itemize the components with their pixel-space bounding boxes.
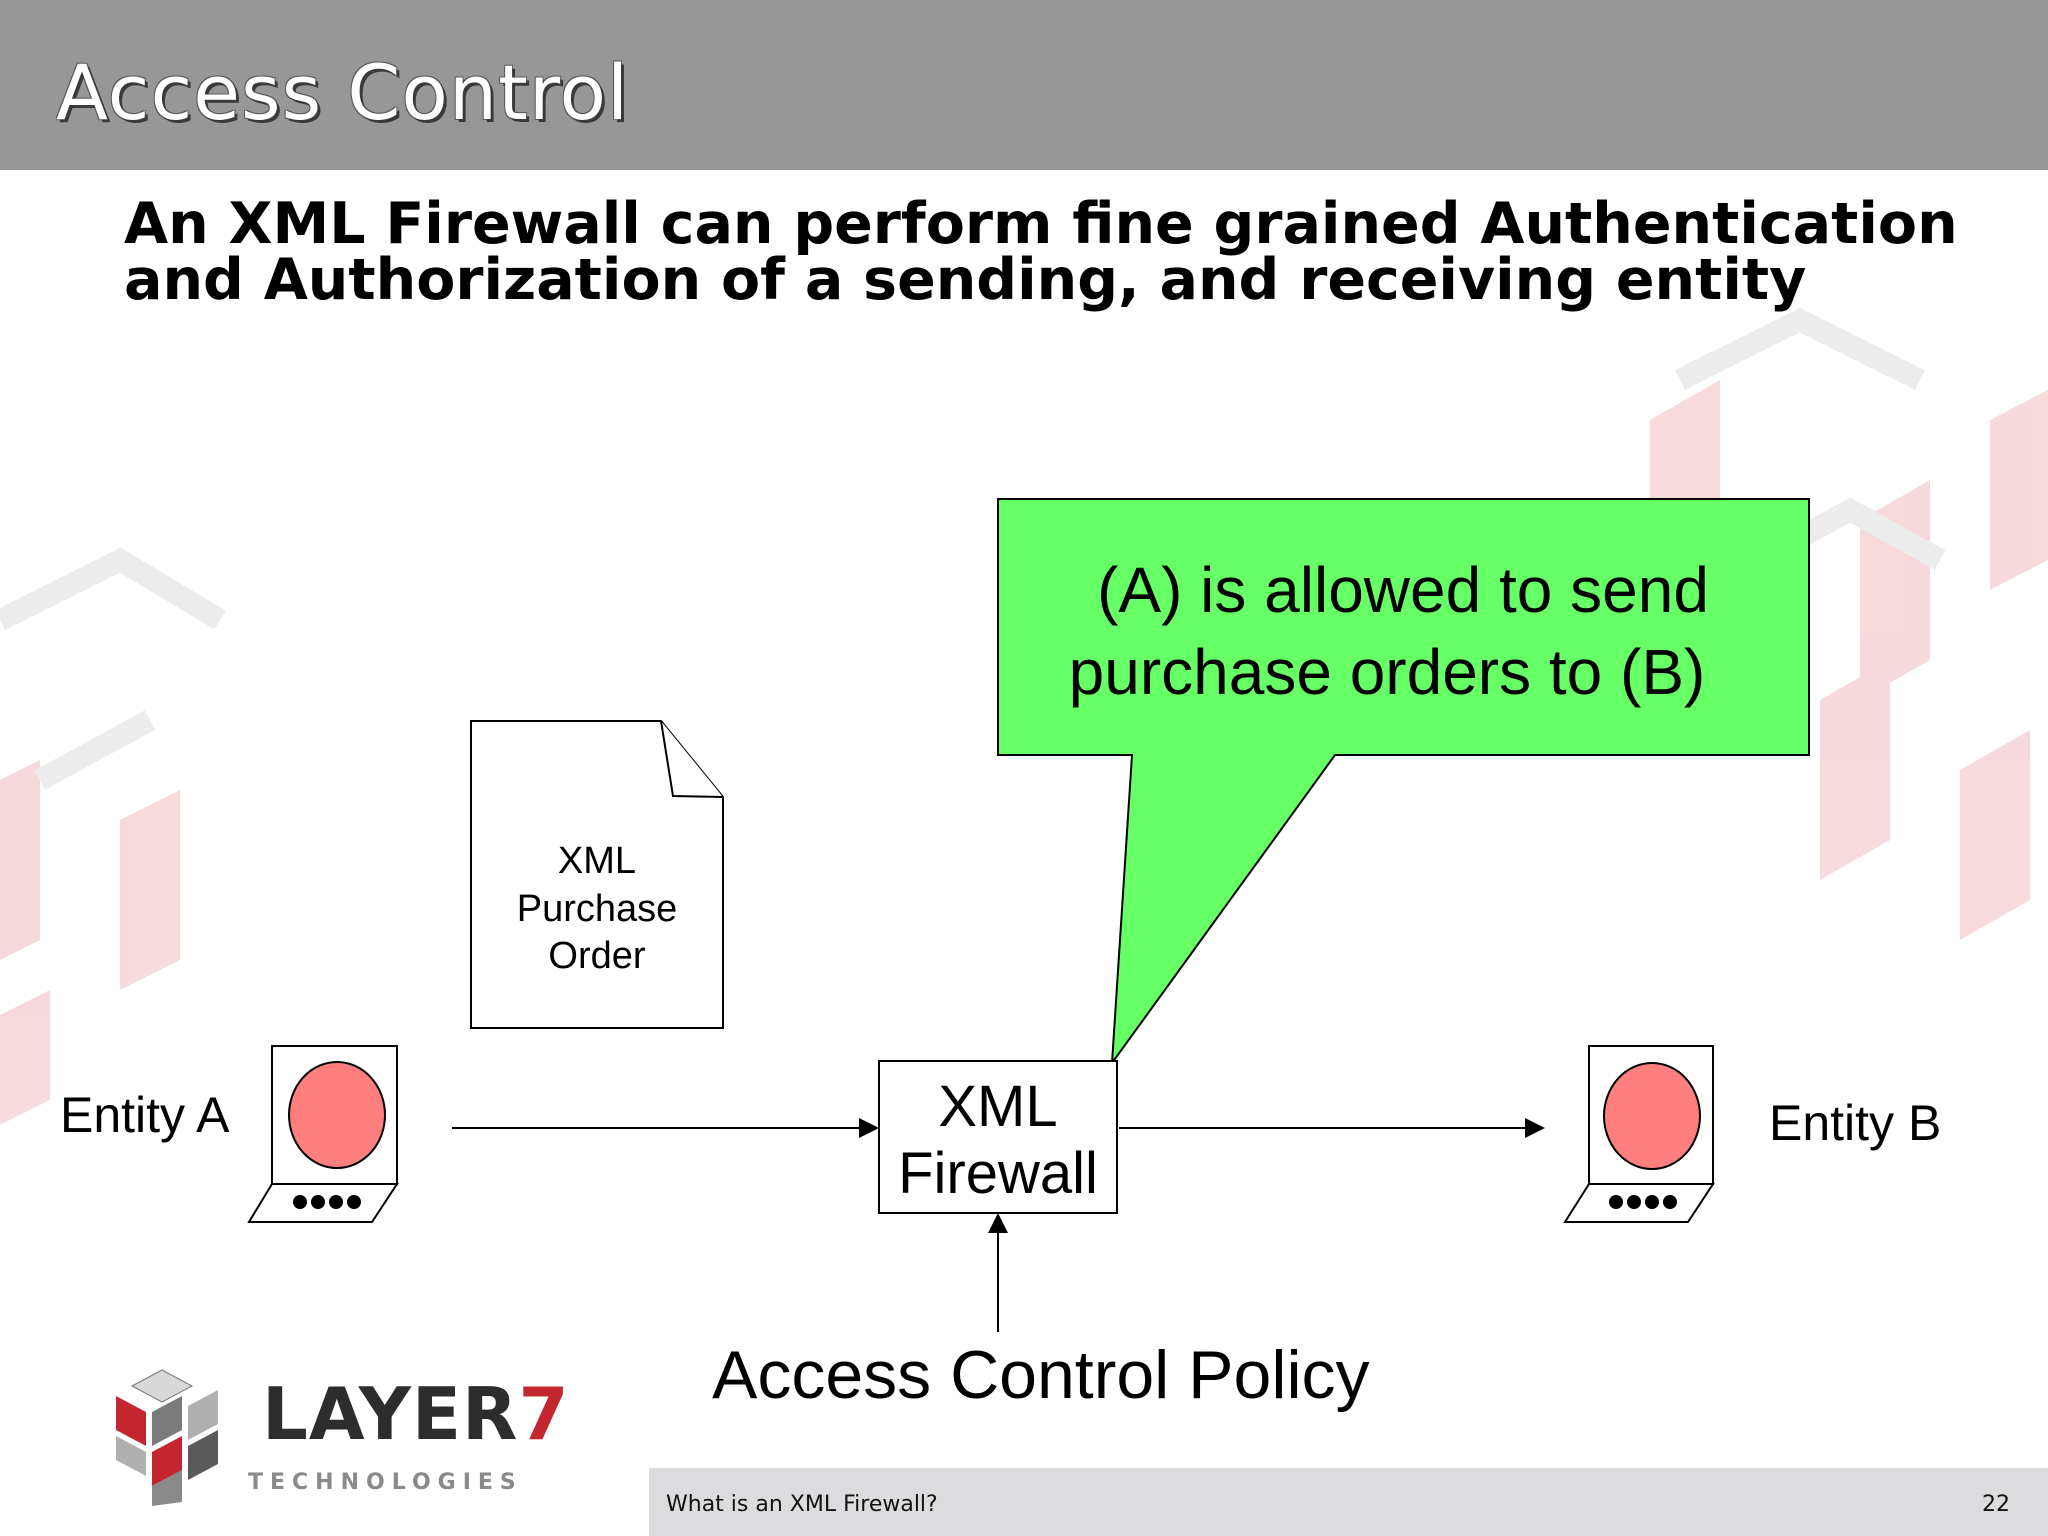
slide-subtitle: An XML Firewall can perform fine grained… [124, 191, 2024, 313]
firewall-label-line-2: Firewall [898, 1141, 1098, 1206]
document-icon: XML Purchase Order [470, 720, 724, 1029]
footer-bar: What is an XML Firewall? 22 [649, 1468, 2048, 1536]
subtitle-line-1: An XML Firewall can perform fine grained… [124, 191, 1958, 257]
layer7-logo: LAYER7 TECHNOLOGIES [112, 1366, 569, 1506]
xml-firewall-box: XML Firewall [878, 1060, 1118, 1214]
layer7-cubes-icon [116, 1369, 218, 1506]
document-label-line-1: XML [558, 840, 636, 882]
policy-callout: (A) is allowed to send purchase orders t… [997, 498, 1810, 1067]
logo-tagline: TECHNOLOGIES [248, 1470, 523, 1495]
computer-icon [1563, 1045, 1715, 1223]
entity-a-label: Entity A [60, 1087, 230, 1143]
subtitle-line-2: and Authorization of a sending, and rece… [124, 247, 1807, 313]
callout-line-2: purchase orders to (B) [1069, 636, 1706, 708]
title-bar: Access Control [0, 0, 2048, 170]
page-number: 22 [1982, 1492, 2010, 1517]
entity-b-label: Entity B [1769, 1095, 1941, 1151]
document-label-line-2: Purchase [517, 888, 678, 930]
access-control-policy-label: Access Control Policy [712, 1337, 1370, 1413]
callout-line-1: (A) is allowed to send [1097, 554, 1709, 626]
footer-label: What is an XML Firewall? [666, 1492, 938, 1517]
computer-icon [247, 1045, 399, 1223]
document-label-line-3: Order [548, 935, 645, 977]
logo-wordmark: LAYER7 [262, 1372, 570, 1456]
slide-title: Access Control [56, 48, 630, 137]
firewall-label-line-1: XML [938, 1074, 1057, 1139]
